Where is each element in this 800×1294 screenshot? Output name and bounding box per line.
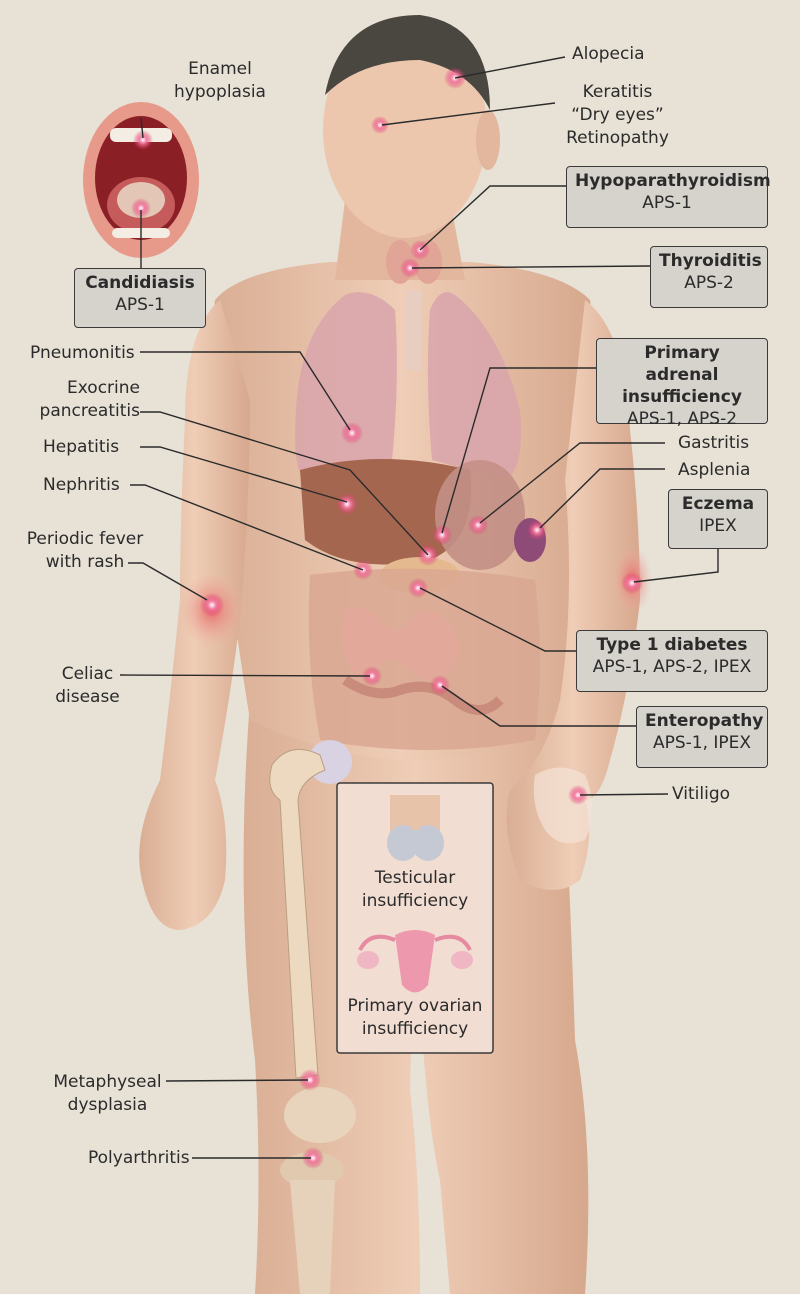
label-metaphyseal-line1: Metaphyseal <box>53 1072 162 1092</box>
box-enteropathy: Enteropathy APS-1, IPEX <box>636 706 768 768</box>
label-exocrine-line2: pancreatitis <box>39 401 140 421</box>
label-gastritis: Gastritis <box>678 433 750 453</box>
femur-illustration <box>269 740 356 1294</box>
lungs-illustration <box>295 290 521 480</box>
label-enamel-line2: hypoplasia <box>174 82 266 102</box>
label-enamel-line1: Enamel <box>188 59 252 79</box>
label-periodic-line1: Periodic fever <box>26 529 144 549</box>
label-testicular-line2: insufficiency <box>361 891 469 911</box>
label-periodic-line2: with rash <box>45 552 125 572</box>
box-eczema: Eczema IPEX <box>668 489 768 549</box>
label-ovarian-line2: insufficiency <box>361 1019 469 1039</box>
label-alopecia: Alopecia <box>572 44 645 64</box>
label-vitiligo: Vitiligo <box>672 784 731 804</box>
label-pneumonitis: Pneumonitis <box>30 343 135 363</box>
label-exocrine-line1: Exocrine <box>67 378 140 398</box>
label-periodic-fever: Periodic fever with rash <box>20 528 150 574</box>
uterus-ovaries-illustration <box>357 930 473 993</box>
box-candidiasis-title: Candidiasis <box>85 273 195 293</box>
label-celiac-disease: Celiac disease <box>50 663 125 709</box>
label-hepatitis: Hepatitis <box>43 437 120 457</box>
box-eczema-sub: IPEX <box>699 516 737 536</box>
box-thyroiditis-sub: APS-2 <box>684 273 734 293</box>
box-adrenal-title-1: Primary adrenal <box>644 343 720 385</box>
box-diabetes-sub: APS-1, APS-2, IPEX <box>592 657 752 677</box>
label-celiac-line1: Celiac <box>61 664 114 684</box>
box-candidiasis-sub: APS-1 <box>115 295 165 315</box>
label-asplenia: Asplenia <box>678 460 751 480</box>
testes-illustration <box>387 795 444 861</box>
label-polyarthritis: Polyarthritis <box>88 1148 190 1168</box>
label-metaphyseal-line2: dysplasia <box>67 1095 148 1115</box>
label-testicular-insufficiency: Testicular insufficiency <box>337 867 493 913</box>
label-celiac-line2: disease <box>55 687 120 707</box>
label-ovarian-insufficiency: Primary ovarian insufficiency <box>337 995 493 1041</box>
label-nephritis: Nephritis <box>43 475 120 495</box>
abdominal-organs-illustration <box>300 459 546 750</box>
label-enamel-hypoplasia: Enamel hypoplasia <box>160 58 280 104</box>
box-type1-diabetes: Type 1 diabetes APS-1, APS-2, IPEX <box>576 630 768 692</box>
label-exocrine-pancreatitis: Exocrine pancreatitis <box>20 377 140 423</box>
box-hypoparathyroidism: Hypoparathyroidism APS-1 <box>566 166 771 228</box>
box-diabetes-title: Type 1 diabetes <box>596 635 748 655</box>
box-hypoparathyroidism-title: Hypoparathyroidism <box>575 171 771 191</box>
leader-lines <box>119 56 719 1159</box>
label-ovarian-line1: Primary ovarian <box>347 996 483 1016</box>
box-adrenal-title-2: insufficiency <box>622 387 742 407</box>
label-metaphyseal-dysplasia: Metaphyseal dysplasia <box>50 1071 165 1117</box>
box-adrenal-sub: APS-1, APS-2 <box>626 409 738 429</box>
label-dry-eyes: “Dry eyes” <box>571 105 664 125</box>
box-thyroiditis-title: Thyroiditis <box>659 251 762 271</box>
box-enteropathy-title: Enteropathy <box>645 711 764 731</box>
gonads-inset-box <box>336 782 494 1054</box>
label-keratitis-line1: Keratitis <box>582 82 653 102</box>
disease-site-markers <box>131 67 643 1169</box>
box-candidiasis: Candidiasis APS-1 <box>74 268 206 328</box>
box-primary-adrenal-insufficiency: Primary adrenal insufficiency APS-1, APS… <box>596 338 768 429</box>
box-thyroiditis: Thyroiditis APS-2 <box>650 246 768 308</box>
box-eczema-title: Eczema <box>681 494 755 514</box>
box-enteropathy-sub: APS-1, IPEX <box>652 733 752 753</box>
box-hypoparathyroidism-sub: APS-1 <box>642 193 692 213</box>
label-retinopathy: Retinopathy <box>566 128 669 148</box>
label-testicular-line1: Testicular <box>374 868 456 888</box>
open-mouth-illustration <box>83 102 199 258</box>
label-keratitis: Keratitis “Dry eyes” Retinopathy <box>555 81 680 150</box>
